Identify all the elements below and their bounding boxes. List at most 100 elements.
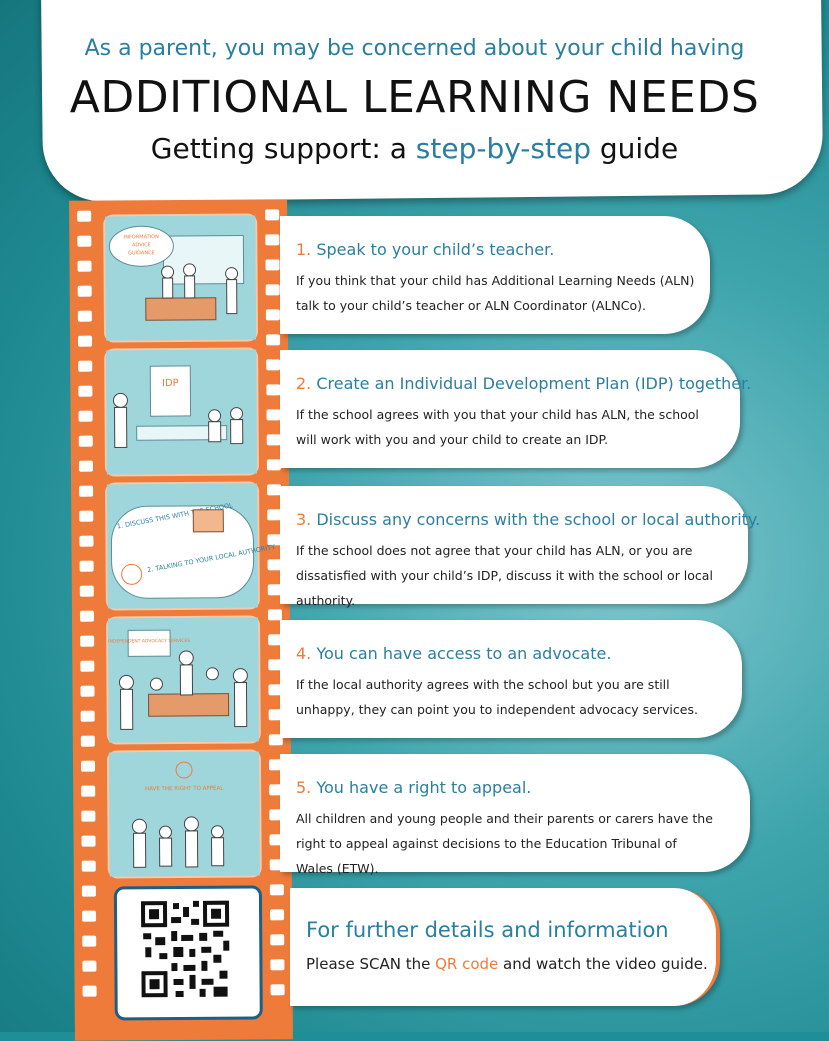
step-3-title: 3. Discuss any concerns with the school … — [296, 510, 760, 529]
film-frame-1-illustration: INFORMATION ADVICE GUIDANCE — [103, 213, 259, 343]
film-sprocket-hole — [80, 760, 96, 772]
film-sprocket-hole — [77, 260, 92, 272]
subtitle-pre: Getting support: a — [150, 132, 416, 165]
frame-1-label-2: ADVICE — [132, 242, 151, 248]
film-strip: INFORMATION ADVICE GUIDANCE IDP — [69, 199, 293, 1041]
step-2-body: If the school agrees with you that your … — [296, 407, 699, 447]
step-1-number: 1. — [296, 240, 312, 259]
film-sprocket-hole — [81, 835, 96, 847]
film-sprocket-hole — [78, 335, 93, 347]
film-sprocket-hole — [266, 459, 281, 471]
film-sprocket-hole — [82, 935, 97, 947]
step-card-3: 3. Discuss any concerns with the school … — [280, 486, 760, 608]
intro-text: As a parent, you may be concerned about … — [84, 36, 745, 61]
step-3-heading: Discuss any concerns with the school or … — [316, 510, 761, 529]
film-sprocket-hole — [80, 635, 95, 647]
film-sprocket-hole — [78, 460, 93, 472]
step-5-heading: You have a right to appeal. — [316, 778, 532, 797]
further-info-body: Please SCAN the QR code and watch the vi… — [306, 952, 726, 977]
film-sprocket-hole — [265, 259, 280, 271]
qr-code-icon — [140, 900, 230, 998]
film-sprocket-hole — [82, 960, 97, 972]
film-sprocket-hole — [266, 434, 281, 446]
step-5-title: 5. You have a right to appeal. — [296, 778, 531, 797]
step-1-heading: Speak to your child’s teacher. — [316, 240, 555, 259]
frame-1-label-3: GUIDANCE — [128, 250, 155, 256]
step-3-number: 3. — [296, 510, 312, 529]
subtitle-post: guide — [590, 132, 679, 165]
film-sprocket-hole — [270, 934, 285, 946]
film-sprocket-hole — [266, 409, 281, 421]
page-subtitle: Getting support: a step-by-step guide — [0, 132, 829, 165]
film-sprocket-hole — [269, 884, 284, 896]
film-frame-3-illustration: 1. DISCUSS THIS WITH THE SCHOOL 2. TALKI… — [105, 481, 276, 611]
film-sprocket-hole — [79, 560, 94, 572]
qr-code-highlight: QR code — [435, 955, 499, 973]
film-sprocket-hole — [79, 535, 94, 547]
qr-code-frame — [113, 885, 263, 1021]
film-sprocket-hole — [77, 210, 92, 222]
film-sprocket-hole — [82, 910, 97, 922]
film-sprocket-hole — [78, 410, 93, 422]
film-sprocket-hole — [77, 310, 92, 322]
film-sprocket-hole — [267, 609, 283, 621]
step-card-4: 4. You can have access to an advocate. I… — [280, 620, 742, 738]
step-3-body: If the school does not agree that your c… — [296, 543, 713, 608]
film-sprocket-hole — [270, 959, 285, 971]
film-sprocket-hole — [82, 985, 97, 997]
film-sprocket-hole — [79, 485, 94, 497]
step-2-number: 2. — [296, 374, 312, 393]
step-4-body: If the local authority agrees with the s… — [296, 677, 698, 717]
further-info-body-post: and watch the video guide. — [498, 955, 708, 973]
film-holes-left — [77, 210, 97, 1011]
film-sprocket-hole — [81, 810, 96, 822]
film-sprocket-hole — [78, 385, 93, 397]
film-sprocket-hole — [80, 660, 95, 672]
film-sprocket-hole — [79, 510, 94, 522]
film-sprocket-hole — [80, 685, 95, 697]
further-info-body-pre: Please SCAN the — [306, 955, 436, 973]
film-frame-5-illustration: HAVE THE RIGHT TO APPEAL — [106, 749, 262, 879]
film-sprocket-hole — [266, 359, 281, 371]
step-card-2: 2. Create an Individual Development Plan… — [280, 350, 751, 468]
film-sprocket-hole — [266, 334, 281, 346]
step-4-number: 4. — [296, 644, 312, 663]
film-sprocket-hole — [270, 909, 285, 921]
step-4-heading: You can have access to an advocate. — [316, 644, 612, 663]
film-sprocket-hole — [80, 735, 95, 747]
film-sprocket-hole — [80, 710, 95, 722]
film-sprocket-hole — [81, 785, 96, 797]
film-frame-2-illustration: IDP — [104, 347, 259, 477]
film-sprocket-hole — [81, 885, 96, 897]
frame-5-label: HAVE THE RIGHT TO APPEAL — [145, 786, 224, 793]
film-sprocket-hole — [265, 284, 280, 296]
further-info-card: For further details and information Plea… — [290, 888, 720, 1006]
step-card-5: 5. You have a right to appeal. All child… — [280, 754, 750, 876]
frame-1-label-1: INFORMATION — [124, 234, 159, 240]
step-1-title: 1. Speak to your child’s teacher. — [296, 240, 554, 259]
film-frame-4-illustration: INDEPENDENT ADVOCACY SERVICES — [105, 615, 261, 745]
step-5-body: All children and young people and their … — [296, 811, 713, 876]
subtitle-highlight: step-by-step — [415, 132, 591, 165]
film-sprocket-hole — [265, 309, 280, 321]
film-sprocket-hole — [78, 435, 93, 447]
film-sprocket-hole — [77, 285, 92, 297]
film-sprocket-hole — [79, 585, 94, 597]
step-4-title: 4. You can have access to an advocate. — [296, 644, 611, 663]
film-sprocket-hole — [79, 610, 95, 622]
film-sprocket-hole — [81, 860, 96, 872]
film-sprocket-hole — [265, 209, 280, 221]
page-title: ADDITIONAL LEARNING NEEDS — [69, 72, 760, 123]
step-5-number: 5. — [296, 778, 312, 797]
film-sprocket-hole — [77, 235, 92, 247]
film-sprocket-hole — [270, 984, 285, 996]
step-2-heading: Create an Individual Development Plan (I… — [316, 374, 752, 393]
further-info-title: For further details and information — [306, 918, 669, 942]
film-sprocket-hole — [266, 384, 281, 396]
frame-2-label: IDP — [162, 378, 179, 389]
step-card-1: 1. Speak to your child’s teacher. If you… — [280, 216, 710, 334]
film-sprocket-hole — [78, 360, 93, 372]
step-2-title: 2. Create an Individual Development Plan… — [296, 374, 751, 393]
step-1-body: If you think that your child has Additio… — [296, 273, 695, 313]
